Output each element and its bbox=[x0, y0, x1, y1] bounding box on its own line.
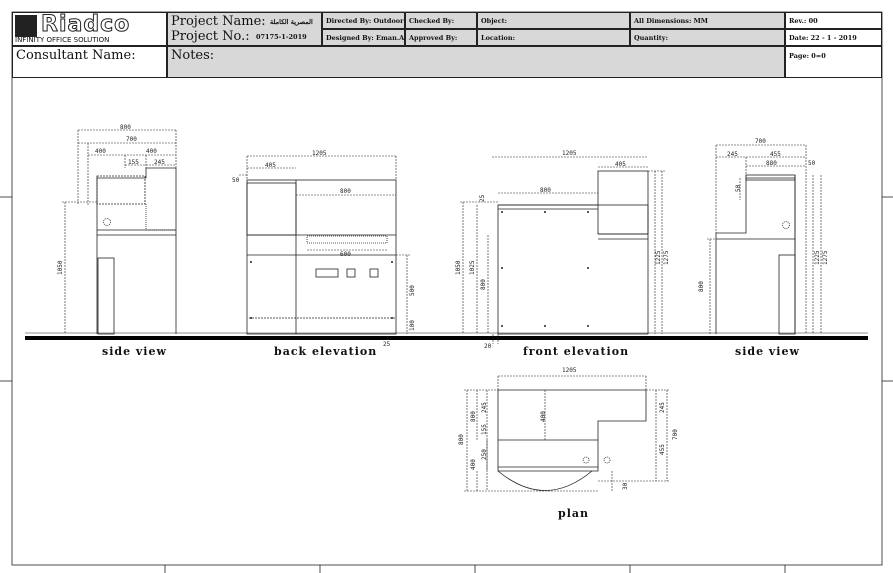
logo-word: Riadco bbox=[40, 12, 131, 37]
dim-sv2-455: 455 bbox=[770, 151, 781, 158]
dim-sv1-700: 700 bbox=[126, 136, 137, 143]
dim-be-600: 600 bbox=[340, 251, 351, 258]
dim-pl-700: 700 bbox=[672, 429, 679, 440]
project-cell: Project Name: المصرية الكاملة Project No… bbox=[167, 12, 322, 46]
project-name-value: المصرية الكاملة bbox=[270, 18, 313, 26]
page-cell: Page: 0=0 bbox=[785, 46, 882, 78]
project-no-value: 07175-1-2019 bbox=[256, 33, 307, 41]
caption-back-elevation: back elevation bbox=[274, 345, 378, 358]
caption-front-elevation: front elevation bbox=[523, 345, 630, 358]
dim-sv2-50a: 50 bbox=[808, 160, 816, 167]
dim-sv1-400b: 400 bbox=[146, 148, 157, 155]
dim-be-50: 50 bbox=[232, 177, 240, 184]
dimensions-cell: All Dimensions: MM bbox=[630, 12, 785, 29]
dim-fe-800v: 800 bbox=[480, 279, 487, 290]
dim-fe-1205: 1205 bbox=[562, 150, 577, 157]
back-elevation-bolts bbox=[250, 261, 393, 319]
dim-fe-20: 20 bbox=[484, 343, 492, 350]
dim-sv2-880: 880 bbox=[766, 160, 777, 167]
dim-fe-1050: 1050 bbox=[455, 260, 462, 275]
caption-side-view-right: side view bbox=[735, 345, 800, 358]
dim-sv1-400a: 400 bbox=[95, 148, 106, 155]
dim-pl-400: 400 bbox=[540, 411, 547, 422]
dim-pl-155: 155 bbox=[481, 424, 488, 435]
dim-pl-800b: 800 bbox=[458, 434, 465, 445]
dim-pl-30: 30 bbox=[622, 482, 629, 490]
dimension-labels: 800 700 400 400 155 245 1050 1205 405 50… bbox=[57, 124, 829, 490]
side-view-right bbox=[707, 144, 822, 335]
dim-fe-1275: 1275 bbox=[663, 250, 670, 265]
quantity-cell: Quantity: bbox=[630, 29, 785, 46]
side-view-left bbox=[62, 129, 177, 335]
caption-plan: plan bbox=[558, 507, 589, 520]
dim-sv2-1225: 1225 bbox=[814, 250, 821, 265]
caption-side-view-left: side view bbox=[102, 345, 167, 358]
dim-be-1205: 1205 bbox=[312, 150, 327, 157]
dim-sv2-50b: 50 bbox=[735, 184, 742, 192]
back-elevation bbox=[239, 155, 410, 335]
location-cell: Location: bbox=[477, 29, 630, 46]
date-cell: Date: 22 - 1 - 2019 bbox=[785, 29, 882, 46]
dim-pl-800: 800 bbox=[470, 411, 477, 422]
dim-be-800: 800 bbox=[340, 188, 351, 195]
checked-by-cell: Checked By: bbox=[405, 12, 477, 29]
dim-sv1-1050: 1050 bbox=[57, 260, 64, 275]
project-no-label: Project No.: bbox=[171, 29, 250, 44]
dim-sv2-800: 800 bbox=[698, 281, 705, 292]
dim-fe-1225: 1225 bbox=[655, 250, 662, 265]
sheet-border bbox=[11, 11, 883, 566]
dim-pl-245b: 245 bbox=[659, 402, 666, 413]
directed-by-cell: Directed By: Outdoor bbox=[322, 12, 405, 29]
dim-be-500: 500 bbox=[409, 285, 416, 296]
approved-by-cell: Approved By: bbox=[405, 29, 477, 46]
dim-be-25: 25 bbox=[383, 341, 391, 348]
dim-pl-245a: 245 bbox=[481, 402, 488, 413]
dim-fe-25: 25 bbox=[479, 194, 486, 202]
dim-be-100: 100 bbox=[409, 320, 416, 331]
front-elevation bbox=[460, 156, 665, 344]
designed-by-cell: Designed By: Eman.A bbox=[322, 29, 405, 46]
front-elevation-bolts bbox=[501, 211, 589, 327]
dim-be-405: 405 bbox=[265, 162, 276, 169]
plan-view bbox=[464, 375, 670, 492]
dim-fe-1025: 1025 bbox=[469, 260, 476, 275]
dim-pl-400b: 400 bbox=[470, 459, 477, 470]
dim-sv2-700: 700 bbox=[755, 138, 766, 145]
logo-mark bbox=[15, 15, 37, 37]
dim-sv1-800: 800 bbox=[120, 124, 131, 131]
rev-cell: Rev.: 00 bbox=[785, 12, 882, 29]
dim-fe-405: 405 bbox=[615, 161, 626, 168]
dim-pl-1205: 1205 bbox=[562, 367, 577, 374]
dim-sv1-155: 155 bbox=[128, 159, 139, 166]
dim-sv1-245: 245 bbox=[154, 159, 165, 166]
dim-pl-455: 455 bbox=[659, 444, 666, 455]
ground-line bbox=[25, 336, 868, 340]
dim-sv2-1275: 1275 bbox=[822, 250, 829, 265]
dim-fe-800: 800 bbox=[540, 187, 551, 194]
project-name-label: Project Name: bbox=[171, 14, 266, 29]
dim-pl-250: 250 bbox=[481, 449, 488, 460]
object-cell: Object: bbox=[477, 12, 630, 29]
logo-tagline: INFINITY OFFICE SOLUTION bbox=[15, 36, 110, 44]
notes-cell: Notes: bbox=[167, 46, 785, 78]
dim-sv2-245: 245 bbox=[727, 151, 738, 158]
consultant-cell: Consultant Name: bbox=[12, 46, 167, 78]
logo-cell: Riadco INFINITY OFFICE SOLUTION bbox=[12, 12, 167, 46]
